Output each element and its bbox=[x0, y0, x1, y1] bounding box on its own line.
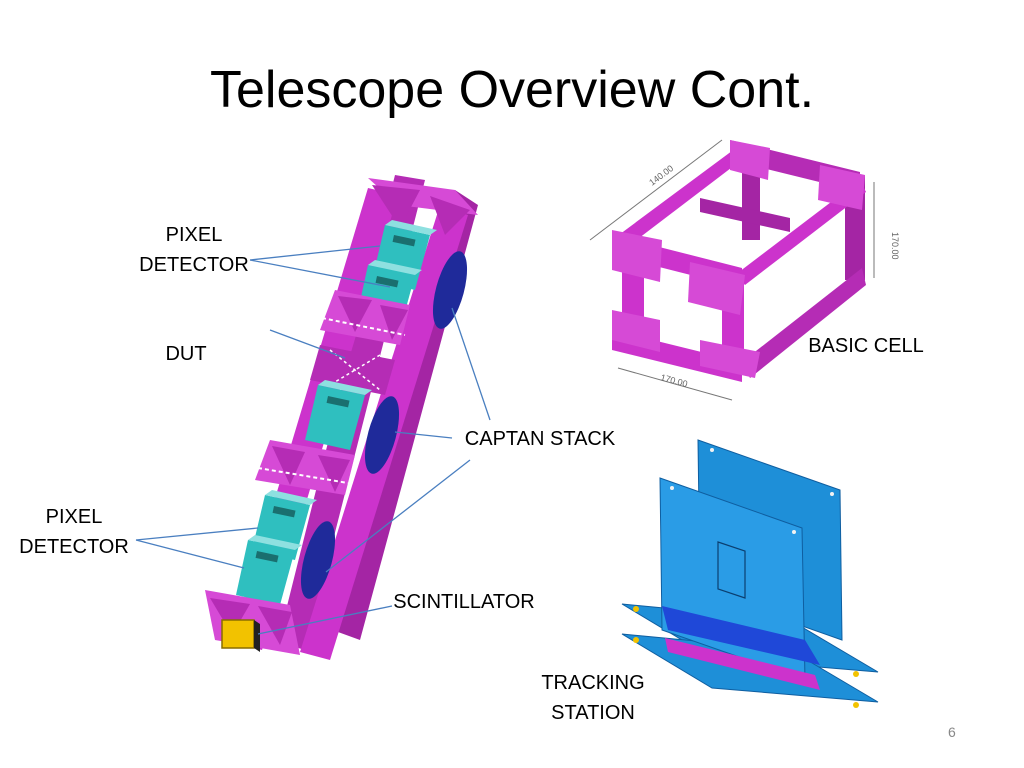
cell-dimension-lines bbox=[589, 139, 875, 401]
label-pixel-detector-bottom-line1: PIXEL bbox=[45, 506, 103, 528]
scintillator-block bbox=[221, 619, 255, 649]
dim-cell-width: 170.00 bbox=[659, 372, 688, 389]
label-pixel-detector-top-line2: DETECTOR bbox=[139, 254, 249, 276]
callout-captan-b bbox=[394, 431, 453, 439]
dim-cell-top-depth: 140.00 bbox=[647, 163, 675, 188]
label-pixel-detector-top: PIXEL DETECTOR bbox=[134, 220, 254, 280]
callout-scintillator bbox=[257, 605, 393, 635]
callout-captan-c bbox=[325, 459, 471, 573]
label-tracking-station-line2: STATION bbox=[551, 702, 635, 724]
callout-captan-a bbox=[451, 307, 491, 421]
label-pixel-detector-bottom-line2: DETECTOR bbox=[19, 536, 129, 558]
label-scintillator: SCINTILLATOR bbox=[393, 591, 535, 613]
callout-pixel-top-b bbox=[249, 259, 391, 288]
callout-dut bbox=[269, 329, 346, 359]
label-dut: DUT bbox=[165, 343, 207, 365]
callout-pixel-bottom-a bbox=[135, 527, 259, 541]
captan-stack-discs bbox=[300, 251, 468, 599]
callout-lines bbox=[135, 245, 491, 635]
label-captan-stack: CAPTAN STACK bbox=[464, 428, 616, 450]
label-pixel-detector-top-line1: PIXEL bbox=[165, 224, 223, 246]
label-pixel-detector-bottom: PIXEL DETECTOR bbox=[14, 502, 134, 562]
page-number: 6 bbox=[948, 724, 956, 740]
pixel-detector-bottom-boards bbox=[236, 490, 317, 605]
telescope-assembly bbox=[205, 175, 478, 660]
callout-pixel-top-a bbox=[249, 245, 381, 261]
callout-pixel-bottom-b bbox=[135, 539, 245, 569]
label-tracking-station: TRACKING STATION bbox=[530, 668, 656, 728]
basic-cell-drawing: 140.00 170.00 170.00 bbox=[589, 139, 900, 401]
dim-cell-height: 170.00 bbox=[890, 232, 900, 260]
tracking-station-drawing bbox=[621, 439, 879, 708]
label-tracking-station-line1: TRACKING bbox=[541, 672, 645, 694]
slide-title: Telescope Overview Cont. bbox=[209, 61, 815, 119]
label-basic-cell: BASIC CELL bbox=[808, 335, 924, 357]
